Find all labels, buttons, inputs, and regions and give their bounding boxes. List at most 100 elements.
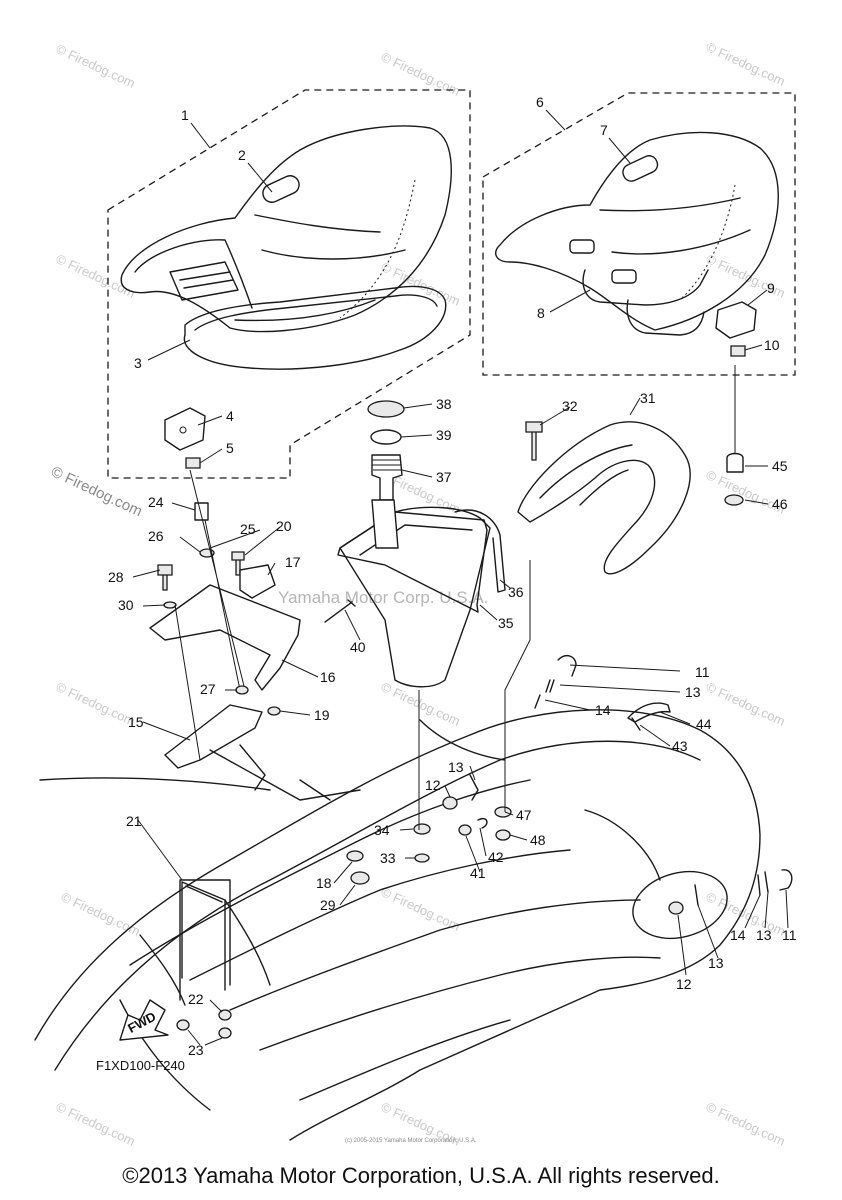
seat-6-frame-lower [626,299,705,336]
seat-1-hook-bracket [164,407,206,451]
seat-6-handle-grip [622,155,659,182]
hook-11-right [779,869,793,891]
callout-13-top: 13 [448,759,464,775]
callout-4: 4 [226,408,234,424]
callout-44: 44 [696,716,712,732]
u-bolt-21 [181,881,226,991]
latch-44 [627,702,671,723]
callout-14-right: 14 [730,927,746,943]
u-bolt-21-inner [185,885,223,903]
callout-31: 31 [640,390,656,406]
handle-31-group [517,421,691,575]
watermark: © Firedog.com [704,679,788,729]
deck-line-13 [139,934,186,1006]
deck-line-6 [259,956,661,1051]
deck-line-5 [229,899,641,1011]
callout-labels: 1 2 3 4 5 6 7 8 9 10 38 39 37 32 31 45 4… [96,94,797,1073]
callout-15: 15 [128,714,144,730]
clip-13-top [469,774,479,801]
seat-6-frame [582,269,709,306]
nut-23a [176,1019,190,1031]
nut-23b [218,1027,232,1039]
seat-6-boundary [482,92,796,376]
callout-20: 20 [276,518,292,534]
callout-18: 18 [316,875,332,891]
watermark: © Firedog.com [704,889,788,939]
callout-26: 26 [148,528,164,544]
seat-1-hook-bolt [185,457,201,469]
spring-14-right [757,871,769,896]
callout-34: 34 [374,822,390,838]
copyright-footer: ©2013 Yamaha Motor Corporation, U.S.A. A… [122,1163,720,1188]
washer-47 [494,806,512,818]
washer-33 [414,853,430,863]
callout-12-right: 12 [676,976,692,992]
callout-47: 47 [516,807,532,823]
fwd-arrow-icon [119,999,169,1041]
callout-2: 2 [238,147,246,163]
spring-43 [631,717,641,731]
watermark-firedog: © Firedog.com [48,463,145,520]
callout-43: 43 [672,738,688,754]
bin-rim [337,511,488,613]
nut-41 [458,824,472,836]
seat-1-boundary [107,89,471,479]
cap [367,400,405,418]
plate-16 [149,584,301,691]
mount-axis [174,469,246,761]
callout-6: 6 [536,94,544,110]
plate-15 [164,704,263,769]
bolt-axis-center [418,560,531,830]
callout-16: 16 [320,669,336,685]
watermark: © Firedog.com [379,49,463,99]
washer-30 [163,601,177,609]
seat-1-handle-grip [262,175,300,203]
callout-leaders [132,109,789,1046]
callout-48: 48 [530,832,546,848]
deck-line-4 [189,849,571,981]
nut-19 [267,706,281,716]
seat-1-hook-hole [179,426,187,434]
storage-bin-group [324,400,506,688]
callout-22: 22 [188,991,204,1007]
callout-7: 7 [600,122,608,138]
deck-outline [34,709,761,1141]
callout-13-right: 13 [708,955,724,971]
callout-13-far: 13 [756,927,772,943]
seat-6-hook-stud [569,239,595,254]
callout-46: 46 [772,496,788,512]
callout-37: 37 [436,469,452,485]
washer-34 [413,823,431,835]
nut-12-right [668,901,684,915]
bolt-32 [525,421,543,461]
watermark: © Firedog.com [54,251,138,301]
deck-panel [239,744,331,801]
clamp-17 [239,564,276,599]
bolt-45-group [724,365,744,506]
bin-inner [359,524,473,556]
callout-17: 17 [285,554,301,570]
callout-29: 29 [320,897,336,913]
seat-6-group [482,92,796,376]
seat-6-seam [679,184,736,301]
seat-6-hook-stud-2 [611,269,637,284]
collar-18 [346,850,364,862]
nut-48 [495,829,511,841]
deck-line-2 [54,740,701,1071]
washer-46 [724,494,744,506]
hull-deck-group [34,709,761,1141]
handle-31-ridge [539,444,633,506]
seat-6-cushion-ridge [599,197,751,255]
watermark: © Firedog.com [54,679,138,729]
callout-30: 30 [118,597,134,613]
watermark: © Firedog.com [379,884,463,934]
o-ring [370,429,402,445]
nut-12-top [442,796,458,810]
left-hardware-group [149,469,301,769]
seat-1-cushion-inner [134,239,253,309]
seat-1-group [107,89,471,479]
watermark-yamaha: Yamaha Motor Corp. U.S.A. [278,588,488,607]
callout-32: 32 [562,398,578,414]
bin-strap [454,509,506,593]
